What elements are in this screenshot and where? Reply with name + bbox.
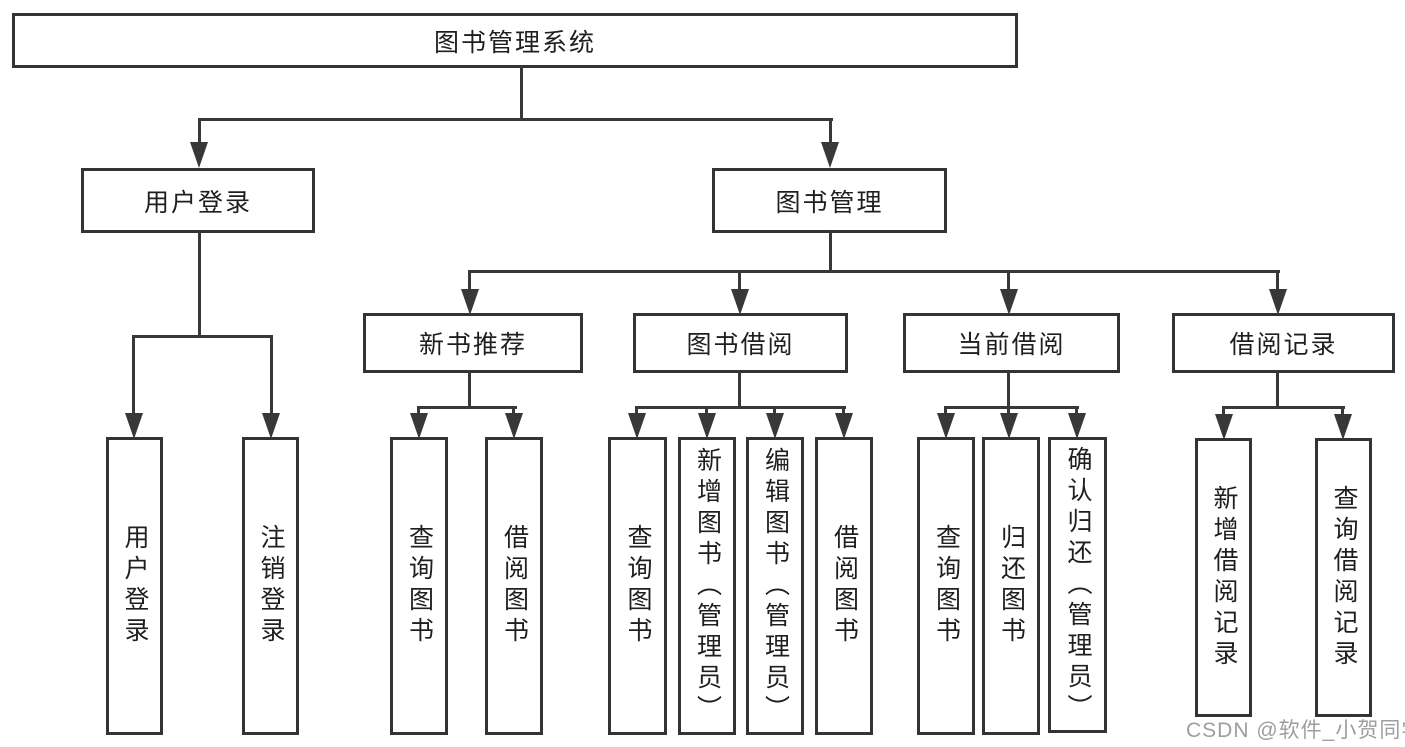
leaf-logout: 注销登录 — [242, 437, 299, 735]
leaf-user-login: 用户登录 — [106, 437, 163, 735]
connector-line — [829, 231, 832, 273]
arrowhead-down-icon — [262, 413, 280, 439]
node-book-borrow: 图书借阅 — [633, 313, 848, 373]
node-root-label: 图书管理系统 — [433, 28, 596, 57]
connector-line — [1007, 270, 1010, 292]
leaf-edit-books-admin: 编辑图书（管理员） — [746, 437, 804, 735]
connector-line — [842, 406, 845, 418]
connector-line — [1341, 406, 1344, 418]
connector-line — [468, 270, 1280, 273]
leaf-recommend-query-books-label: 查询图书 — [405, 524, 434, 648]
connector-line — [1222, 406, 1225, 418]
arrowhead-down-icon — [1269, 289, 1287, 315]
connector-line — [512, 406, 515, 418]
connector-line — [1007, 406, 1010, 418]
connector-line — [738, 371, 741, 409]
connector-line — [198, 118, 833, 121]
arrowhead-down-icon — [505, 413, 523, 439]
connector-line — [1007, 371, 1010, 409]
connector-line — [705, 406, 708, 418]
arrowhead-down-icon — [821, 142, 839, 168]
leaf-recommend-borrow-books-label: 借阅图书 — [500, 524, 529, 648]
leaf-edit-books-admin-label: 编辑图书（管理员） — [761, 446, 790, 726]
node-borrow-records-label: 借阅记录 — [1229, 331, 1338, 359]
connector-line — [468, 371, 471, 409]
leaf-recommend-borrow-books: 借阅图书 — [485, 437, 543, 735]
connector-line — [198, 231, 201, 337]
connector-line — [270, 335, 273, 415]
leaf-borrow-query-books-label: 查询图书 — [624, 524, 652, 648]
arrowhead-down-icon — [766, 413, 784, 439]
connector-line — [944, 406, 947, 418]
leaf-return-books: 归还图书 — [982, 437, 1040, 735]
connector-line — [132, 335, 273, 338]
leaf-confirm-return-admin: 确认归还（管理员） — [1048, 437, 1107, 733]
arrowhead-down-icon — [461, 289, 479, 315]
connector-line — [417, 406, 517, 409]
node-current-borrow: 当前借阅 — [903, 313, 1120, 373]
leaf-logout-label: 注销登录 — [257, 524, 285, 648]
node-borrow-records: 借阅记录 — [1172, 313, 1395, 373]
connector-line — [1276, 371, 1279, 409]
connector-line — [635, 406, 638, 418]
node-new-book-recommend-label: 新书推荐 — [418, 331, 527, 359]
leaf-recommend-query-books: 查询图书 — [390, 437, 448, 735]
arrowhead-down-icon — [190, 142, 208, 168]
connector-line — [468, 270, 471, 292]
leaf-current-query-books: 查询图书 — [917, 437, 975, 735]
arrowhead-down-icon — [410, 413, 428, 439]
connector-line — [635, 406, 846, 409]
arrowhead-down-icon — [937, 413, 955, 439]
leaf-query-borrow-record: 查询借阅记录 — [1315, 438, 1372, 717]
connector-line — [417, 406, 420, 418]
connector-line — [944, 406, 1079, 409]
leaf-add-borrow-record-label: 新增借阅记录 — [1210, 484, 1238, 671]
leaf-add-books-admin-label: 新增图书（管理员） — [693, 446, 722, 726]
leaf-current-query-books-label: 查询图书 — [932, 524, 961, 648]
arrowhead-down-icon — [698, 413, 716, 439]
node-book-management-label: 图书管理 — [775, 188, 884, 217]
connector-line — [1075, 406, 1078, 418]
connector-line — [520, 66, 523, 120]
leaf-borrow-query-books: 查询图书 — [608, 437, 667, 735]
arrowhead-down-icon — [1068, 413, 1086, 439]
connector-line — [773, 406, 776, 418]
leaf-query-borrow-record-label: 查询借阅记录 — [1330, 484, 1358, 671]
leaf-borrow-books: 借阅图书 — [815, 437, 873, 735]
leaf-add-books-admin: 新增图书（管理员） — [678, 437, 736, 735]
connector-line — [1222, 406, 1345, 409]
leaf-add-borrow-record: 新增借阅记录 — [1195, 438, 1252, 717]
node-book-management: 图书管理 — [712, 168, 947, 233]
connector-line — [198, 118, 201, 148]
leaf-user-login-label: 用户登录 — [121, 524, 149, 648]
connector-line — [132, 335, 135, 415]
node-root: 图书管理系统 — [12, 13, 1018, 68]
arrowhead-down-icon — [125, 413, 143, 439]
leaf-return-books-label: 归还图书 — [997, 524, 1026, 648]
connector-line — [738, 270, 741, 292]
node-user-login-label: 用户登录 — [143, 188, 252, 217]
arrowhead-down-icon — [731, 289, 749, 315]
csdn-watermark: CSDN @软件_小贺同学 — [1186, 719, 1405, 742]
node-book-borrow-label: 图书借阅 — [686, 331, 795, 359]
arrowhead-down-icon — [835, 413, 853, 439]
connector-line — [829, 118, 832, 148]
node-current-borrow-label: 当前借阅 — [957, 331, 1066, 359]
arrowhead-down-icon — [1000, 289, 1018, 315]
node-user-login: 用户登录 — [81, 168, 315, 233]
node-new-book-recommend: 新书推荐 — [363, 313, 583, 373]
arrowhead-down-icon — [1000, 413, 1018, 439]
leaf-borrow-books-label: 借阅图书 — [830, 524, 859, 648]
arrowhead-down-icon — [1215, 414, 1233, 440]
arrowhead-down-icon — [1334, 414, 1352, 440]
leaf-confirm-return-admin-label: 确认归还（管理员） — [1064, 445, 1092, 725]
connector-line — [1276, 270, 1279, 292]
arrowhead-down-icon — [628, 413, 646, 439]
